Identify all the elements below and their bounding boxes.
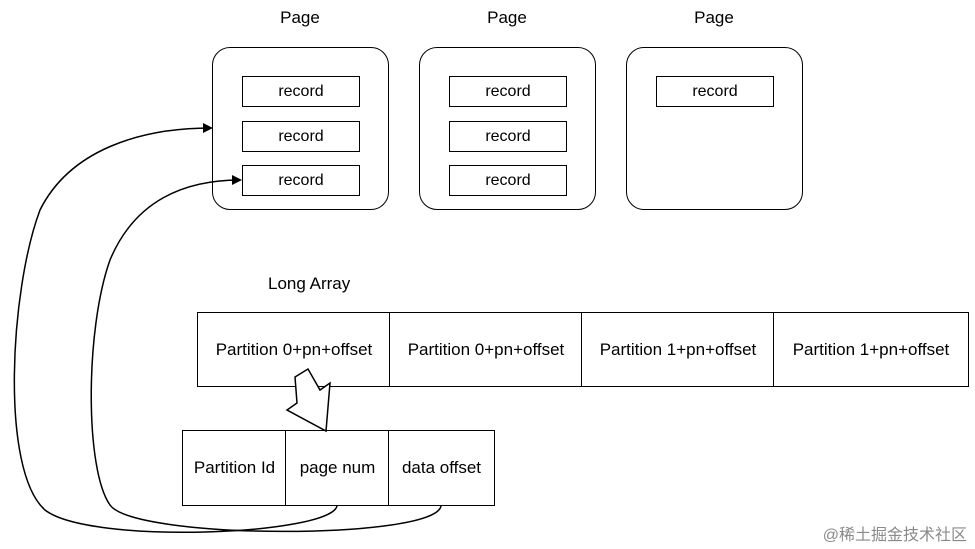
long-array-label: Long Array [268, 274, 351, 293]
long-array-cell-4: Partition 1+pn+offset [773, 312, 969, 387]
pointer-cell-data-offset: data offset [388, 430, 495, 506]
page-num-pointer-curve [13, 123, 338, 533]
record-2-1: record [449, 76, 567, 107]
pointer-cell-partition-id: Partition Id [182, 430, 287, 506]
page-box-1: record record record [212, 47, 389, 210]
pointer-cell-page-num: page num [285, 430, 390, 506]
long-array-cell-3: Partition 1+pn+offset [581, 312, 775, 387]
record-1-2: record [242, 121, 360, 152]
record-1-1: record [242, 76, 360, 107]
page-box-3: record [626, 47, 803, 210]
page-title-3: Page [694, 8, 734, 27]
expand-arrow [285, 367, 331, 433]
long-array-cell-1: Partition 0+pn+offset [197, 312, 391, 387]
page-box-2: record record record [419, 47, 596, 210]
record-2-3: record [449, 165, 567, 196]
record-1-3: record [242, 165, 360, 196]
record-3-1: record [656, 76, 774, 107]
data-offset-pointer-curve [90, 175, 442, 533]
page-title-2: Page [487, 8, 527, 27]
long-array-cell-2: Partition 0+pn+offset [389, 312, 583, 387]
record-2-2: record [449, 121, 567, 152]
page-title-1: Page [280, 8, 320, 27]
watermark-text: @稀土掘金技术社区 [822, 527, 967, 544]
